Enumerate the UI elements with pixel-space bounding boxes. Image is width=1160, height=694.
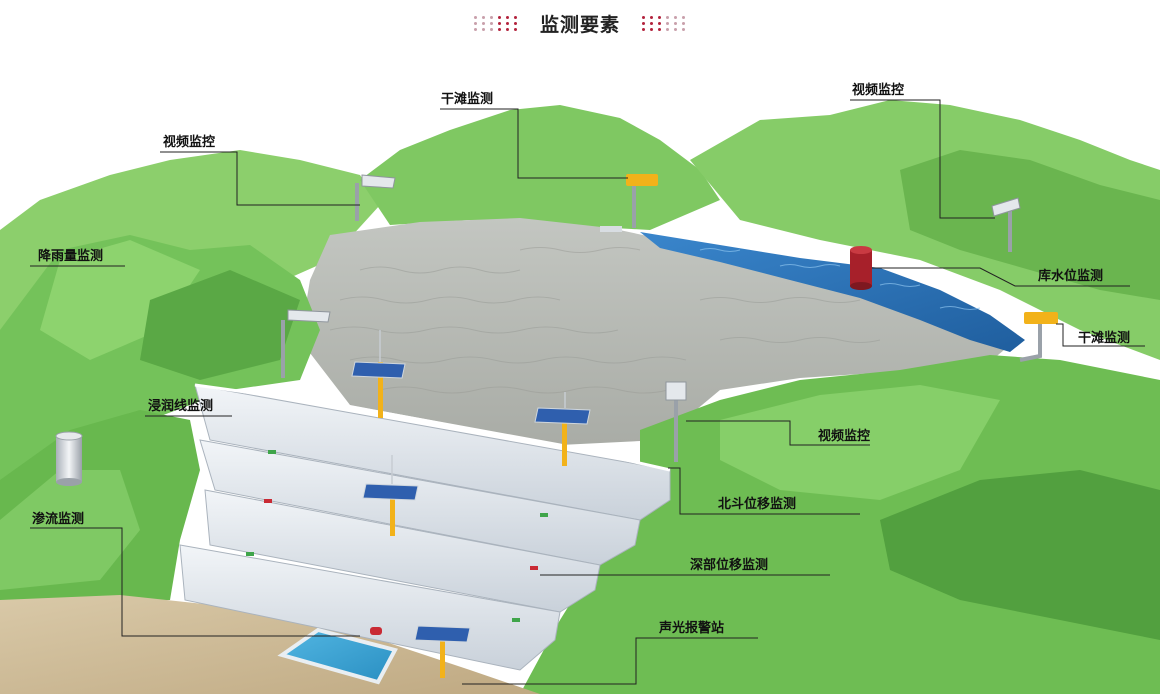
camera-center-icon bbox=[665, 381, 687, 462]
leader-dry-beach-top bbox=[440, 108, 628, 179]
section-header: 监测要素 bbox=[0, 6, 1160, 40]
mountain-left-front-light bbox=[0, 470, 140, 590]
tailings-surface bbox=[300, 218, 1010, 445]
camera-right-icon bbox=[991, 197, 1021, 252]
alarm-station-icon bbox=[414, 625, 471, 678]
dam-bench-1 bbox=[194, 384, 671, 521]
label-seepage: 渗流监测 bbox=[32, 512, 85, 527]
label-rainfall: 降雨量监测 bbox=[38, 249, 104, 264]
dam-top-edge bbox=[194, 383, 671, 472]
dam-bench-2 bbox=[199, 439, 641, 566]
label-video-monitoring-left: 视频监控 bbox=[163, 135, 216, 150]
mountain-right-front-dark bbox=[880, 470, 1160, 640]
tailings-texture bbox=[329, 247, 881, 394]
decorative-dots-right bbox=[642, 15, 686, 31]
seepage-pool bbox=[277, 627, 398, 685]
ground-soil bbox=[0, 595, 540, 694]
label-dry-beach-top: 干滩监测 bbox=[441, 92, 494, 107]
mountain-right-front-light bbox=[720, 385, 1000, 500]
mountain-left-dark bbox=[140, 270, 300, 380]
leader-beidou bbox=[668, 467, 860, 515]
rain-gauge-icon bbox=[55, 431, 83, 486]
leader-lines bbox=[30, 99, 1145, 685]
label-beidou-displacement: 北斗位移监测 bbox=[718, 497, 797, 512]
mountain-right-front bbox=[520, 355, 1160, 694]
leader-video-center bbox=[686, 420, 870, 446]
page-title: 监测要素 bbox=[539, 13, 620, 36]
label-phreatic-line: 浸润线监测 bbox=[148, 399, 214, 414]
mountain-ridge-right bbox=[900, 150, 1160, 300]
dam-markers bbox=[246, 450, 548, 635]
dry-beach-sensor-top-icon bbox=[600, 174, 658, 232]
leader-video-left bbox=[160, 151, 360, 206]
camera-dam-left-icon bbox=[281, 309, 331, 378]
mountain-back-center bbox=[360, 105, 720, 230]
leader-video-right bbox=[850, 99, 995, 219]
decorative-dots-left bbox=[473, 15, 518, 31]
reservoir-water bbox=[640, 232, 1025, 352]
dam-bench-3 bbox=[204, 489, 601, 613]
label-reservoir-level: 库水位监测 bbox=[1038, 269, 1104, 284]
leader-seepage bbox=[30, 527, 360, 637]
leader-dry-beach-right bbox=[1056, 323, 1145, 347]
leader-reservoir-level bbox=[872, 267, 1130, 287]
beidou-station-2-icon bbox=[534, 392, 591, 466]
water-level-gauge-icon bbox=[850, 246, 872, 290]
camera-left-icon bbox=[355, 174, 396, 221]
label-deep-displacement: 深部位移监测 bbox=[690, 558, 769, 573]
label-video-monitoring-right: 视频监控 bbox=[852, 83, 905, 98]
leader-alarm bbox=[462, 637, 758, 685]
label-video-monitoring-center: 视频监控 bbox=[818, 429, 871, 444]
label-alarm-station: 声光报警站 bbox=[659, 621, 725, 636]
beidou-station-3-icon bbox=[362, 455, 419, 536]
dry-beach-sensor-right-icon bbox=[1019, 312, 1058, 362]
water-ripples bbox=[699, 248, 981, 310]
beidou-station-1-icon bbox=[351, 330, 406, 418]
label-dry-beach-right: 干滩监测 bbox=[1078, 331, 1131, 346]
